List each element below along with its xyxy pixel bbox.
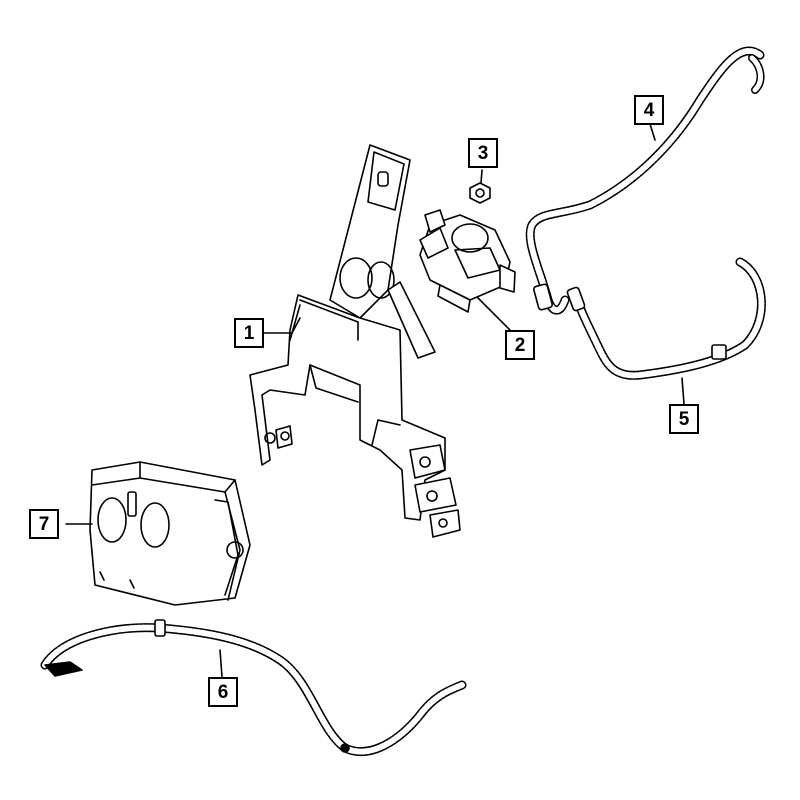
purge-valve	[419, 209, 516, 336]
callout-4: 4	[634, 95, 664, 125]
vapor-hose-lower	[566, 257, 766, 405]
callout-7: 7	[29, 509, 59, 539]
vapor-canister	[65, 461, 251, 606]
hex-nut	[469, 169, 491, 204]
callout-2: 2	[505, 330, 535, 360]
callout-6: 6	[208, 677, 238, 707]
leader-lines	[263, 317, 301, 334]
mounting-bracket	[249, 144, 461, 538]
callout-3: 3	[468, 138, 498, 168]
callout-5: 5	[669, 404, 699, 434]
callout-1: 1	[234, 318, 264, 348]
vapor-hose-upper	[525, 46, 765, 315]
vapor-hose-bottom	[40, 619, 467, 757]
